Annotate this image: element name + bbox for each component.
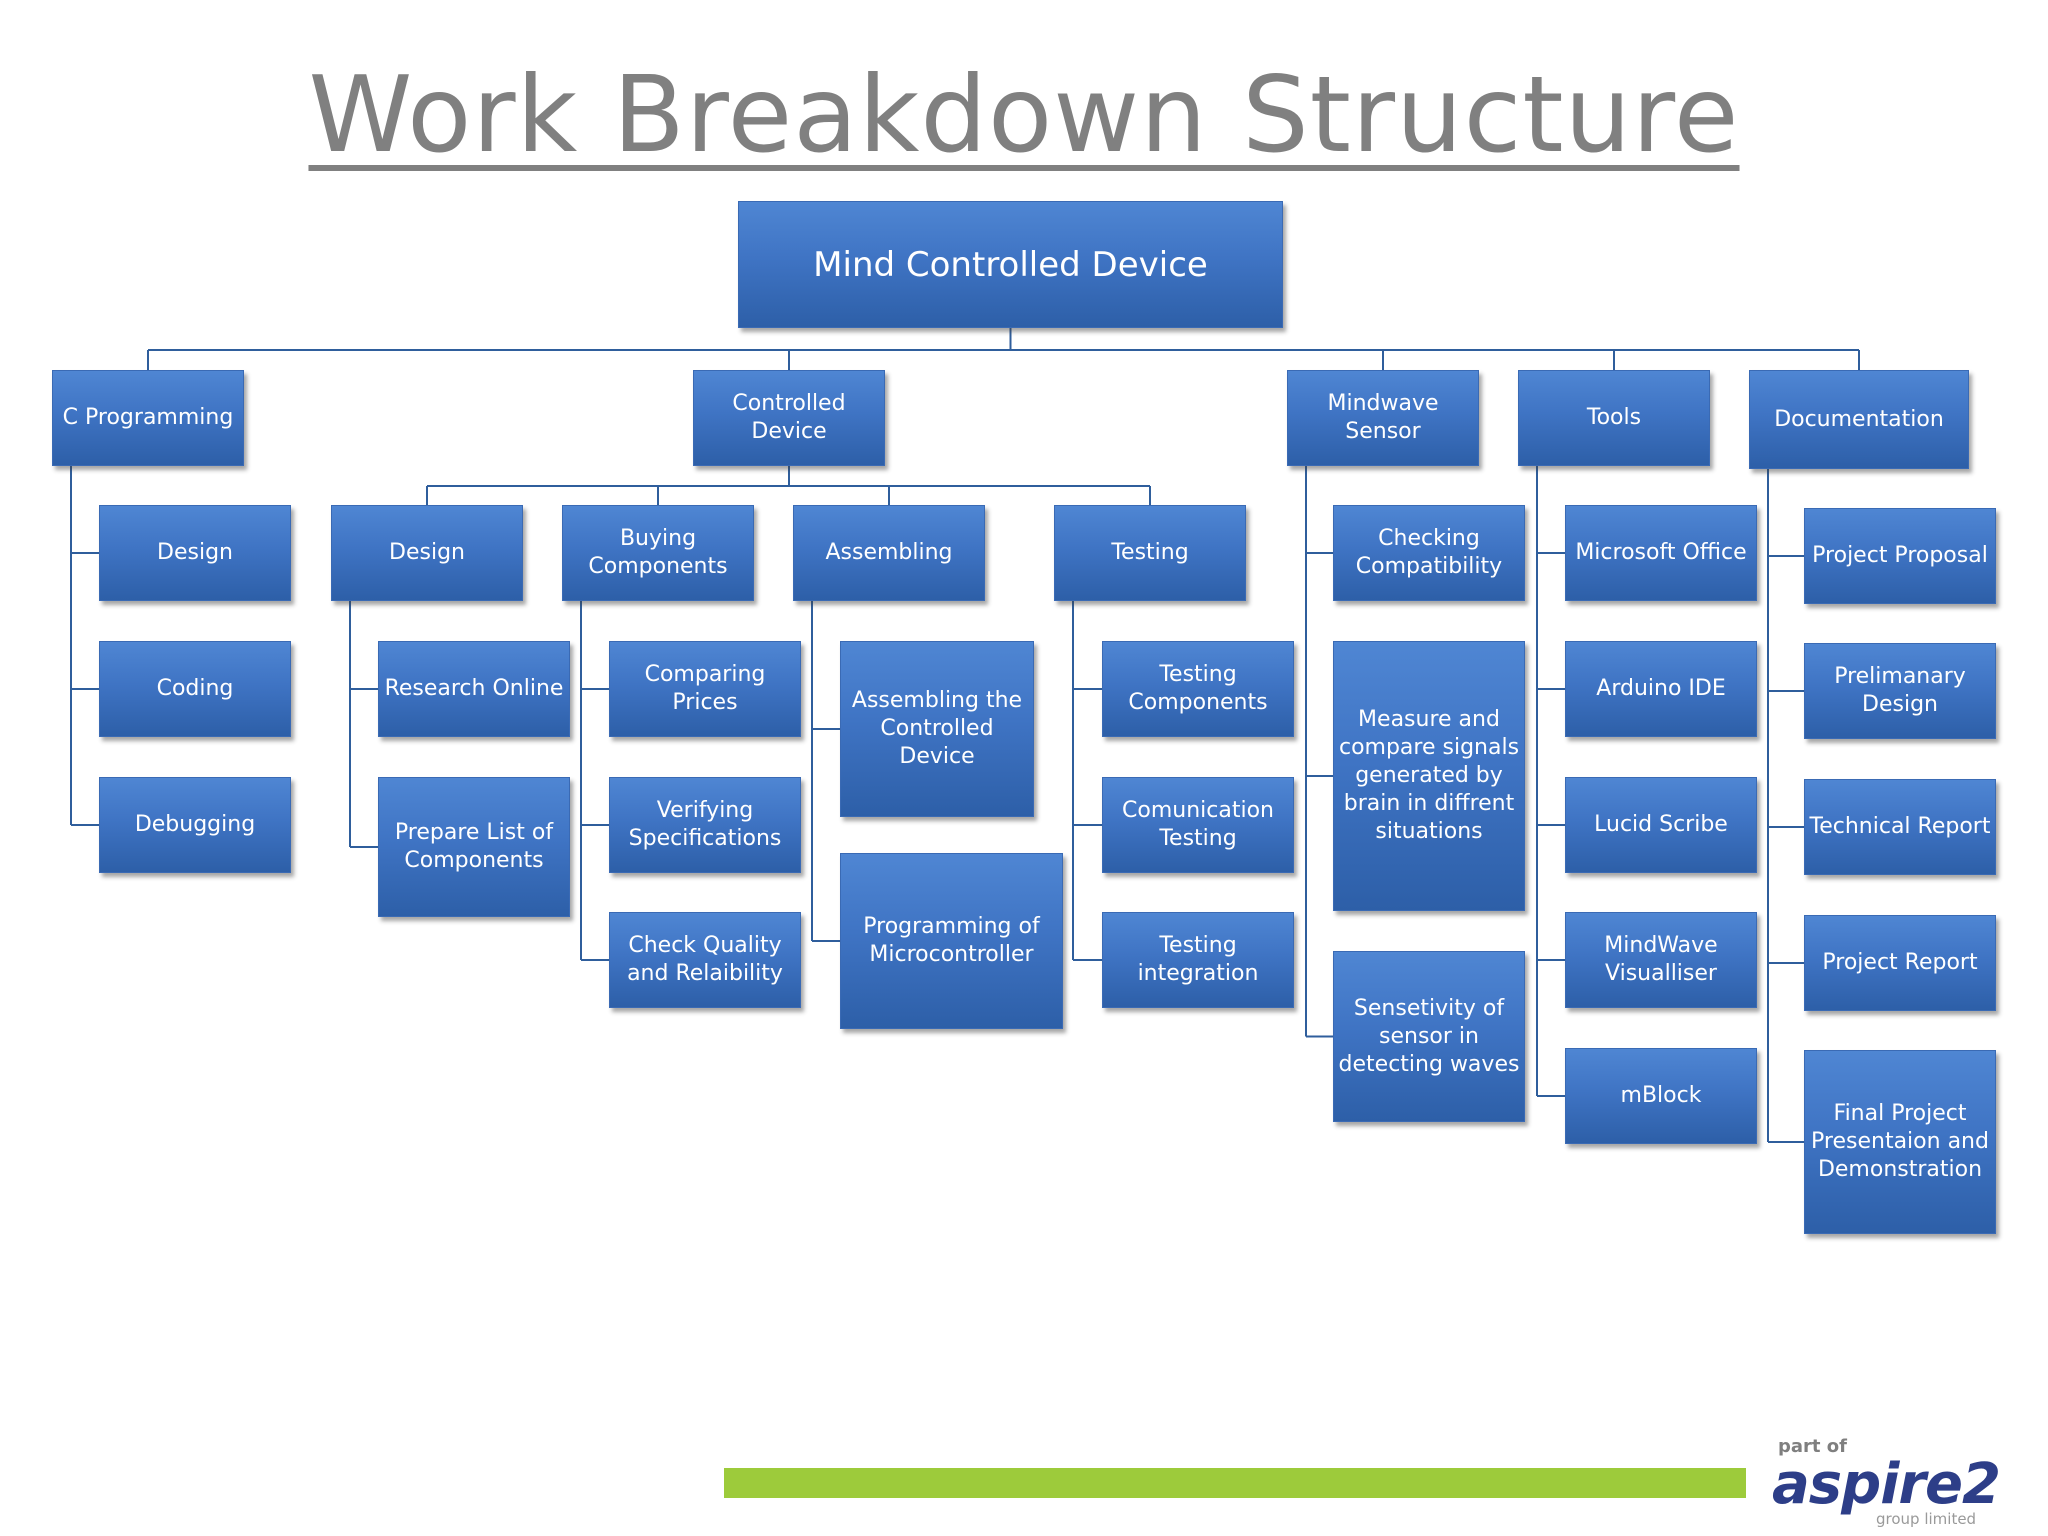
- wbs-node-d-final: Final Project Presentaion and Demonstrat…: [1804, 1050, 1996, 1234]
- wbs-node-cp-coding: Coding: [99, 641, 291, 737]
- wbs-node-d-proposal: Project Proposal: [1804, 508, 1996, 604]
- wbs-node-d-technical: Technical Report: [1804, 779, 1996, 875]
- wbs-node-cd-test-components: Testing Components: [1102, 641, 1294, 737]
- wbs-node-d-report: Project Report: [1804, 915, 1996, 1011]
- wbs-node-root: Mind Controlled Device: [738, 201, 1283, 328]
- wbs-node-cd-research: Research Online: [378, 641, 570, 737]
- wbs-node-cd-assembling: Assembling: [793, 505, 985, 601]
- logo-tagline: part of: [1778, 1436, 1847, 1457]
- wbs-node-d-prelim: Prelimanary Design: [1804, 643, 1996, 739]
- wbs-node-t-arduino: Arduino IDE: [1565, 641, 1757, 737]
- wbs-node-docs: Documentation: [1749, 370, 1969, 469]
- wbs-node-cprog: C Programming: [52, 370, 244, 466]
- wbs-node-cd-comparing: Comparing Prices: [609, 641, 801, 737]
- wbs-node-cp-debugging: Debugging: [99, 777, 291, 873]
- wbs-node-cd-assembling-device: Assembling the Controlled Device: [840, 641, 1034, 817]
- wbs-node-mw-measure: Measure and compare signals generated by…: [1333, 641, 1525, 911]
- footer-accent-bar: [724, 1468, 1746, 1498]
- wbs-node-cd-test-integration: Testing integration: [1102, 912, 1294, 1008]
- wbs-node-t-visualiser: MindWave Visualliser: [1565, 912, 1757, 1008]
- wbs-node-cp-design: Design: [99, 505, 291, 601]
- wbs-node-cd-buying: Buying Components: [562, 505, 754, 601]
- wbs-node-t-office: Microsoft Office: [1565, 505, 1757, 601]
- page-title: Work Breakdown Structure: [308, 54, 1740, 176]
- wbs-node-controlled: Controlled Device: [693, 370, 885, 466]
- wbs-node-mw-checking: Checking Compatibility: [1333, 505, 1525, 601]
- wbs-node-tools: Tools: [1518, 370, 1710, 466]
- wbs-node-cd-prepare: Prepare List of Components: [378, 777, 570, 917]
- logo-subtext: group limited: [1876, 1510, 1977, 1528]
- logo-wordmark: aspire2: [1772, 1452, 2001, 1517]
- wbs-node-cd-programming: Programming of Microcontroller: [840, 853, 1063, 1029]
- wbs-node-cd-verifying: Verifying Specifications: [609, 777, 801, 873]
- wbs-node-mindwave: Mindwave Sensor: [1287, 370, 1479, 466]
- aspire2-logo: part of aspire2 group limited: [1770, 1430, 2030, 1530]
- wbs-node-t-lucid: Lucid Scribe: [1565, 777, 1757, 873]
- wbs-node-cd-testing: Testing: [1054, 505, 1246, 601]
- wbs-node-cd-test-comm: Comunication Testing: [1102, 777, 1294, 873]
- wbs-node-mw-sensitivity: Sensetivity of sensor in detecting waves: [1333, 951, 1525, 1122]
- wbs-node-cd-quality: Check Quality and Relaibility: [609, 912, 801, 1008]
- wbs-node-t-mblock: mBlock: [1565, 1048, 1757, 1144]
- wbs-node-cd-design: Design: [331, 505, 523, 601]
